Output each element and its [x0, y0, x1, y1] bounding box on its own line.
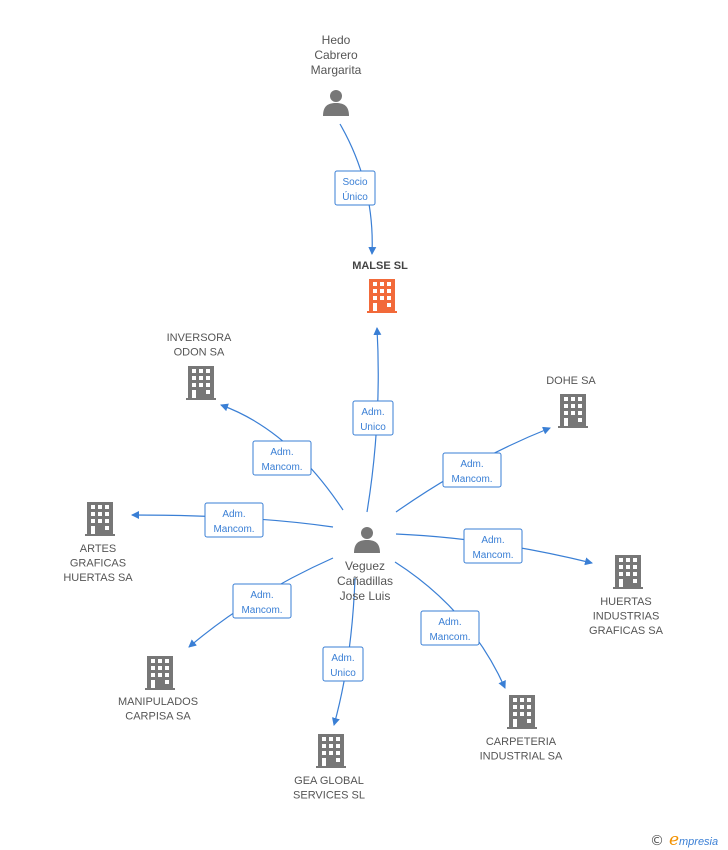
- node-malse[interactable]: MALSE SL: [352, 260, 408, 313]
- node-label-line: DOHE SA: [546, 375, 596, 387]
- building-icon: [145, 656, 175, 690]
- node-label-line: SERVICES SL: [293, 790, 365, 802]
- edge-label-line: Mancom.: [261, 462, 302, 473]
- building-icon: [316, 734, 346, 768]
- person-icon: [354, 527, 380, 553]
- node-label-line: CARPETERIA: [486, 736, 557, 748]
- edge-label-box: [232, 583, 292, 619]
- edge-veguez-malse: Adm. Unico: [352, 327, 394, 513]
- brand-initial: e: [669, 830, 679, 850]
- edge-veguez-manipulados: Adm. Mancom.: [188, 557, 334, 648]
- node-label-line: Margarita: [311, 63, 362, 77]
- edge-label-veguez-dohe[interactable]: Adm. Mancom.: [442, 452, 502, 488]
- node-manipulados[interactable]: MANIPULADOS CARPISA SA: [118, 656, 198, 723]
- edge-label-veguez-malse[interactable]: Adm. Unico: [352, 400, 394, 436]
- edge-label-line: Mancom.: [472, 550, 513, 561]
- edge-label-line: Mancom.: [213, 524, 254, 535]
- empresia-logo: © e mpresia: [650, 830, 718, 850]
- edge-label-line: Mancom.: [241, 605, 282, 616]
- building-icon: [507, 695, 537, 729]
- edge-label-box: [252, 440, 312, 476]
- node-label-line: GEA GLOBAL: [294, 775, 364, 787]
- node-gea[interactable]: GEA GLOBAL SERVICES SL: [293, 734, 365, 802]
- edge-label-veguez-huertas[interactable]: Adm. Mancom.: [463, 528, 523, 564]
- edge-label-line: Mancom.: [429, 632, 470, 643]
- node-label-line: INVERSORA: [167, 332, 232, 344]
- node-label-line: INDUSTRIAL SA: [480, 751, 563, 763]
- edge-label-line: Socio: [342, 177, 367, 188]
- edge-label-veguez-carpeteria[interactable]: Adm. Mancom.: [420, 610, 480, 646]
- node-artes[interactable]: ARTES GRAFICAS HUERTAS SA: [63, 502, 133, 584]
- edge-label-line: Adm.: [250, 590, 273, 601]
- node-label-line: GRAFICAS SA: [589, 625, 664, 637]
- brand-name: mpresia: [679, 836, 718, 848]
- node-label-line: GRAFICAS: [70, 558, 126, 570]
- edge-veguez-inversora: Adm. Mancom.: [220, 403, 344, 511]
- node-label-line: Veguez: [345, 559, 385, 573]
- edge-veguez-artes: Adm. Mancom.: [131, 502, 334, 538]
- node-dohe[interactable]: DOHE SA: [546, 375, 596, 428]
- edge-label-veguez-manipulados[interactable]: Adm. Mancom.: [232, 583, 292, 619]
- edge-label-box: [322, 646, 364, 682]
- edge-veguez-dohe: Adm. Mancom.: [395, 426, 551, 513]
- edge-veguez-huertas: Adm. Mancom.: [395, 528, 593, 566]
- person-icon: [323, 90, 349, 116]
- node-label-line: ARTES: [80, 543, 116, 555]
- edge-label-line: Mancom.: [451, 474, 492, 485]
- edge-label-line: Adm.: [331, 653, 354, 664]
- edge-label-box: [420, 610, 480, 646]
- edge-label-line: Unico: [330, 668, 356, 679]
- building-icon: [186, 366, 216, 400]
- building-icon: [558, 394, 588, 428]
- edge-label-line: Unico: [360, 422, 386, 433]
- node-label-line: Jose Luis: [340, 589, 391, 603]
- edge-label-box: [204, 502, 264, 538]
- edge-label-line: Adm.: [460, 459, 483, 470]
- node-inversora[interactable]: INVERSORA ODON SA: [167, 332, 232, 400]
- edge-label-line: Adm.: [270, 447, 293, 458]
- edge-label-line: Adm.: [361, 407, 384, 418]
- node-huertas[interactable]: HUERTAS INDUSTRIAS GRAFICAS SA: [589, 555, 664, 637]
- edge-label-veguez-gea[interactable]: Adm. Unico: [322, 646, 364, 682]
- node-label-line: ODON SA: [174, 347, 225, 359]
- building-icon: [85, 502, 115, 536]
- building-icon: [367, 279, 397, 313]
- edge-label-box: [442, 452, 502, 488]
- node-label-line: MANIPULADOS: [118, 696, 198, 708]
- node-label-line: HUERTAS: [600, 596, 652, 608]
- node-label-line: Cabrero: [314, 48, 358, 62]
- edge-label-veguez-artes[interactable]: Adm. Mancom.: [204, 502, 264, 538]
- node-label-line: HUERTAS SA: [63, 572, 133, 584]
- edge-label-line: Único: [342, 190, 368, 203]
- edge-label-box: [352, 400, 394, 436]
- edge-label-line: Adm.: [481, 535, 504, 546]
- node-label-line: MALSE SL: [352, 260, 408, 272]
- node-label-line: CARPISA SA: [125, 711, 191, 723]
- edge-label-line: Adm.: [222, 509, 245, 520]
- node-label-line: INDUSTRIAS: [593, 611, 660, 623]
- edge-label-line: Adm.: [438, 617, 461, 628]
- edge-label-box: [463, 528, 523, 564]
- copyright-symbol: ©: [650, 833, 664, 849]
- building-icon: [613, 555, 643, 589]
- edges-layer: SocioÚnicoAdm.UnicoAdm.Mancom.Adm.Mancom…: [131, 123, 593, 726]
- edge-veguez-carpeteria: Adm. Mancom.: [394, 561, 506, 689]
- edge-label-veguez-inversora[interactable]: Adm. Mancom.: [252, 440, 312, 476]
- edge-label-box: [334, 170, 376, 206]
- node-label-line: Hedo: [322, 33, 351, 47]
- node-label-line: Cañadillas: [337, 574, 393, 588]
- edge-veguez-gea: Adm. Unico: [322, 577, 364, 726]
- node-carpeteria[interactable]: CARPETERIA INDUSTRIAL SA: [480, 695, 563, 763]
